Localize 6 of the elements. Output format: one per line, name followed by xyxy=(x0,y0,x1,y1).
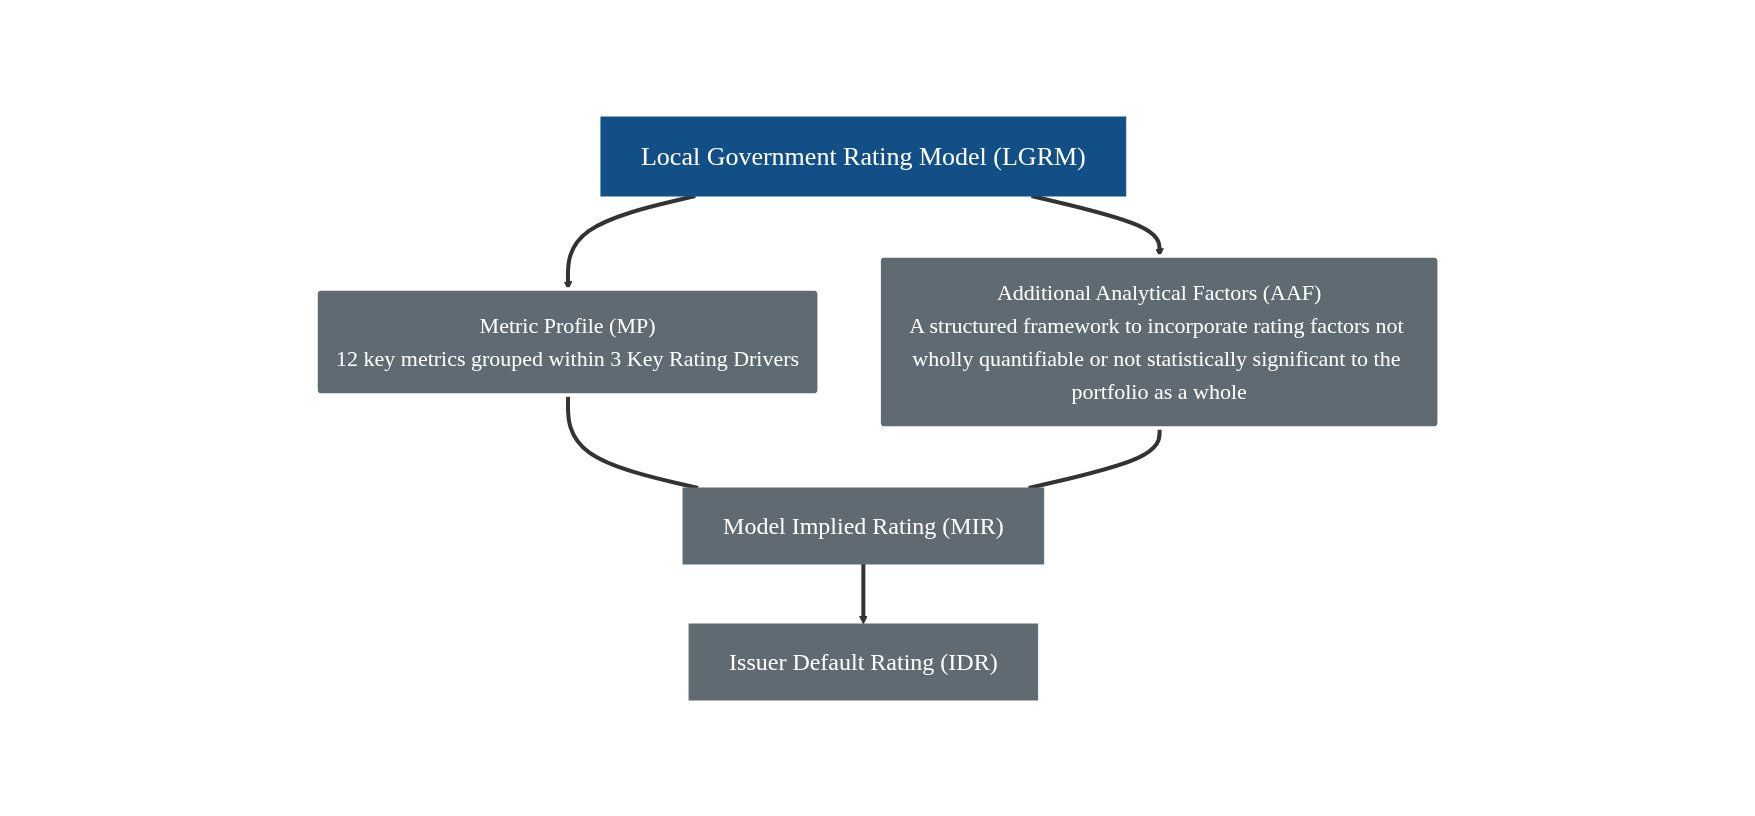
arrow xyxy=(858,563,868,624)
connector xyxy=(1028,427,1162,490)
node-box: Issuer Default Rating (IDR) xyxy=(688,623,1039,700)
node-box: Model Implied Rating (MIR) xyxy=(682,487,1045,564)
node-box: Local Government Rating Model (LGRM) xyxy=(600,116,1127,196)
connector xyxy=(565,395,699,490)
